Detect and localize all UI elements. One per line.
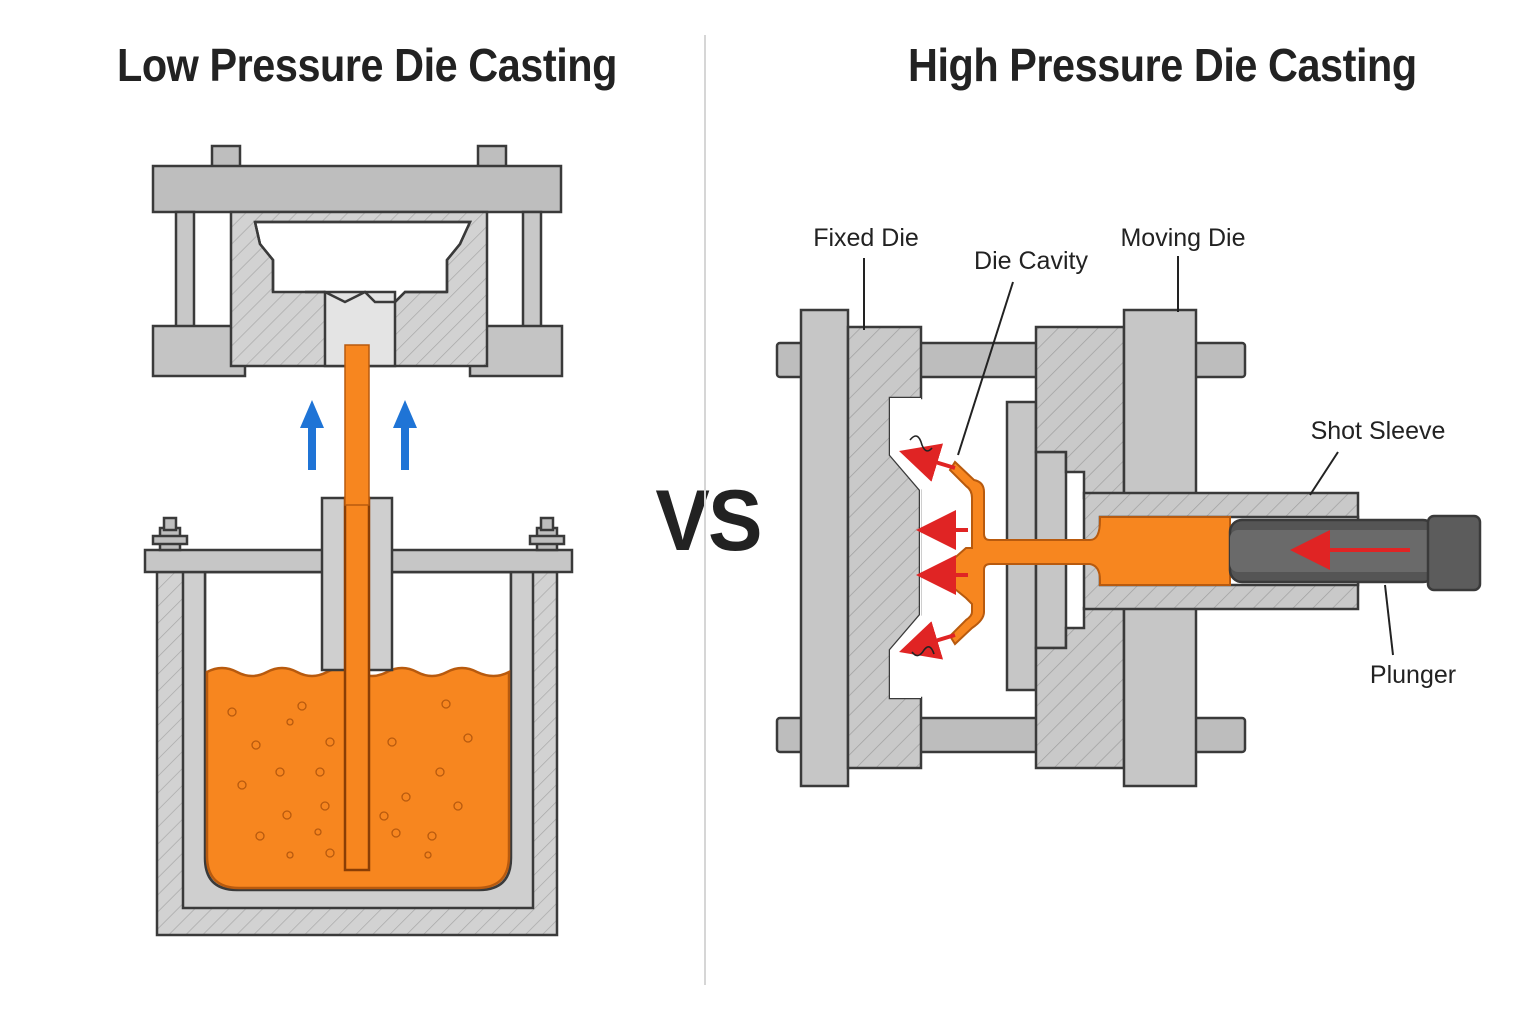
top-bolt-right [476, 144, 508, 170]
label-die-cavity: Die Cavity [974, 247, 1088, 275]
top-bolt-left [210, 144, 242, 170]
high-pressure-title: High Pressure Die Casting [908, 39, 1417, 91]
vs-label: VS [655, 473, 762, 569]
riser-stem [343, 496, 371, 872]
low-pressure-diagram [143, 144, 574, 937]
arrow-up-right [393, 400, 417, 470]
top-platen [151, 164, 563, 214]
arrow-up-left [300, 400, 324, 470]
flow-arrows [899, 443, 1410, 660]
tie-rod-left [174, 210, 196, 330]
rise-arrows [300, 400, 417, 470]
metal-bubbles [227, 699, 473, 859]
arrow-flow-4 [899, 621, 956, 660]
plunger-end [1426, 514, 1482, 592]
label-fixed-die: Fixed Die [813, 224, 919, 252]
fixed-die [846, 325, 923, 770]
stationary-platen [799, 308, 850, 788]
tie-rod-right [521, 210, 543, 330]
label-leaders [863, 256, 1394, 656]
molten-stream [344, 344, 370, 506]
arrow-flow-1 [899, 443, 956, 482]
label-moving-die: Moving Die [1120, 224, 1245, 252]
label-plunger: Plunger [1370, 661, 1456, 689]
high-pressure-diagram [775, 308, 1482, 788]
flow-squiggles [909, 435, 935, 657]
low-pressure-title: Low Pressure Die Casting [117, 39, 617, 91]
label-shot-sleeve: Shot Sleeve [1311, 417, 1446, 445]
